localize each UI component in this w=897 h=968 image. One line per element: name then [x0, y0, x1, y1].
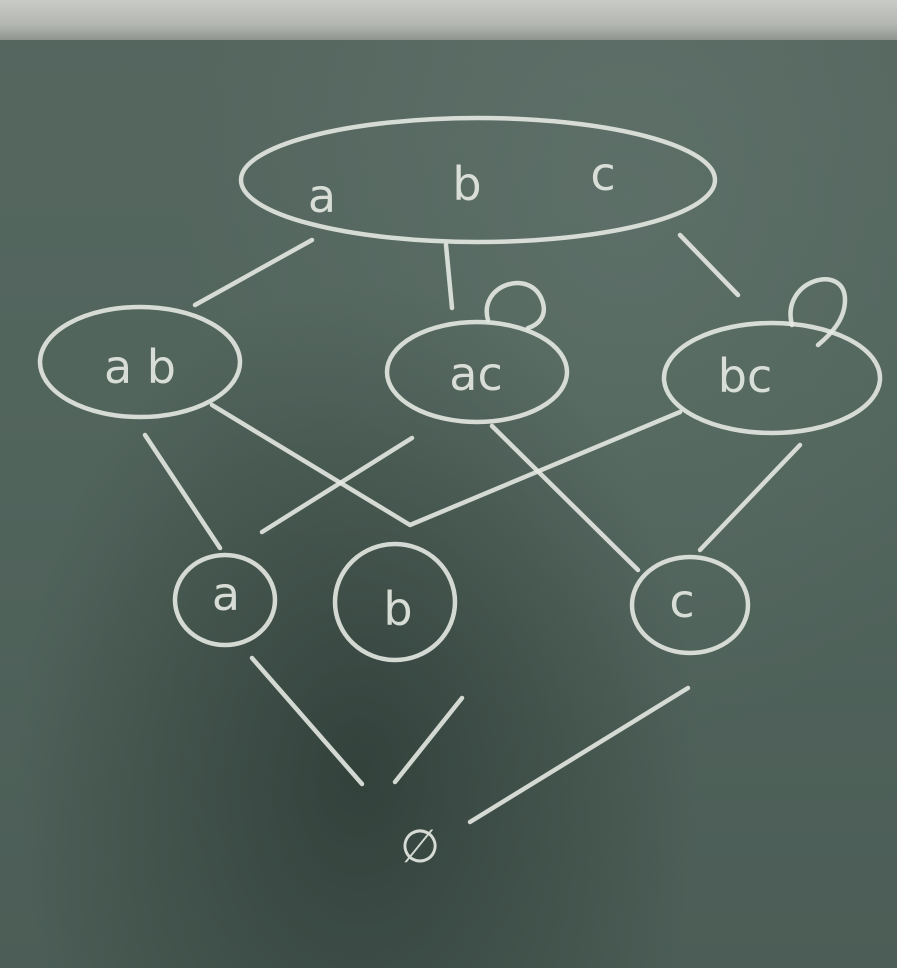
chalk-tray: [0, 0, 897, 40]
edge-bc-c: [697, 442, 803, 553]
label-empty-set: ∅: [400, 819, 440, 873]
node-ac-outline: [384, 319, 570, 425]
node-abc-outline: [238, 115, 718, 245]
label-bc: bc: [718, 349, 773, 403]
edge-ac-a: [259, 435, 415, 535]
self-loop-ac: [484, 280, 546, 331]
edge-c-empty: [467, 685, 691, 825]
node-a-outline: [172, 552, 278, 648]
label-c: c: [669, 574, 694, 628]
edge-a-empty: [249, 655, 365, 787]
edge-b-empty: [392, 695, 465, 785]
edge-abc-ab: [192, 237, 315, 308]
edge-ab-a: [142, 432, 223, 551]
node-b-outline: [332, 541, 458, 663]
label-abc-a: a: [308, 169, 336, 223]
label-abc-c: c: [590, 147, 615, 201]
edge-ac-c: [489, 423, 641, 573]
label-ab: a b: [104, 340, 176, 394]
label-ac: ac: [449, 347, 502, 401]
label-a: a: [212, 567, 240, 621]
label-b: b: [383, 582, 412, 636]
node-ab-outline: [37, 304, 243, 420]
edge-ab-c-and-bc-b: [209, 402, 683, 528]
edge-abc-ac: [443, 242, 455, 311]
edge-abc-bc: [677, 232, 741, 298]
self-loop-bc: [788, 277, 848, 348]
label-abc-b: b: [452, 157, 481, 211]
node-bc-outline: [661, 320, 883, 436]
node-c-outline: [629, 554, 751, 656]
